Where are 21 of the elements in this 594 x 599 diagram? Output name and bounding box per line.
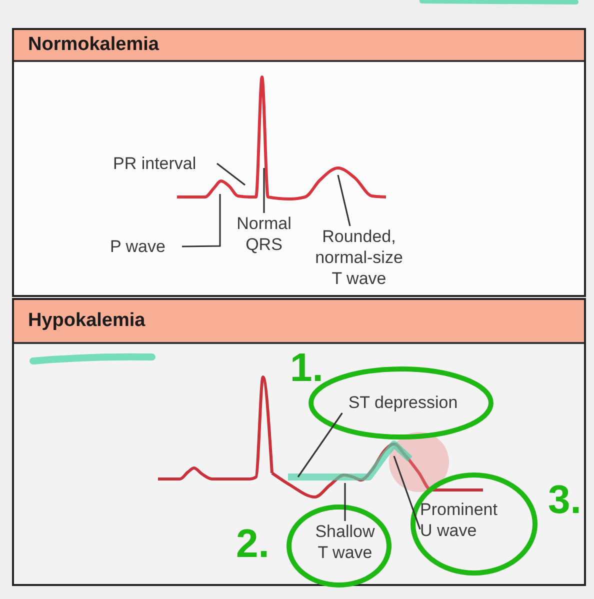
wave-label: Normal QRS	[224, 213, 304, 255]
ecg-panel	[12, 298, 586, 586]
leader-line	[337, 174, 351, 226]
wave-label: ST depression	[327, 392, 479, 413]
leader-line	[216, 162, 246, 186]
panel-title: Normokalemia	[28, 34, 159, 56]
wave-label: PR interval	[113, 153, 217, 174]
leader-line	[182, 194, 221, 248]
leader-line	[344, 483, 346, 521]
leader-line	[263, 168, 265, 213]
handwritten-number: 2.	[236, 522, 270, 567]
panel-title: Hypokalemia	[28, 310, 146, 332]
handwritten-number: 3.	[548, 478, 582, 523]
wave-label: Prominent U wave	[420, 499, 512, 541]
ecg-panel	[12, 28, 586, 297]
handwritten-number: 1.	[290, 346, 324, 391]
leader-line	[297, 412, 343, 478]
leader-line	[393, 456, 421, 530]
wave-label: Shallow T wave	[309, 521, 381, 563]
wave-label: Rounded, normal-size T wave	[309, 226, 409, 289]
wave-label: P wave	[110, 236, 182, 257]
